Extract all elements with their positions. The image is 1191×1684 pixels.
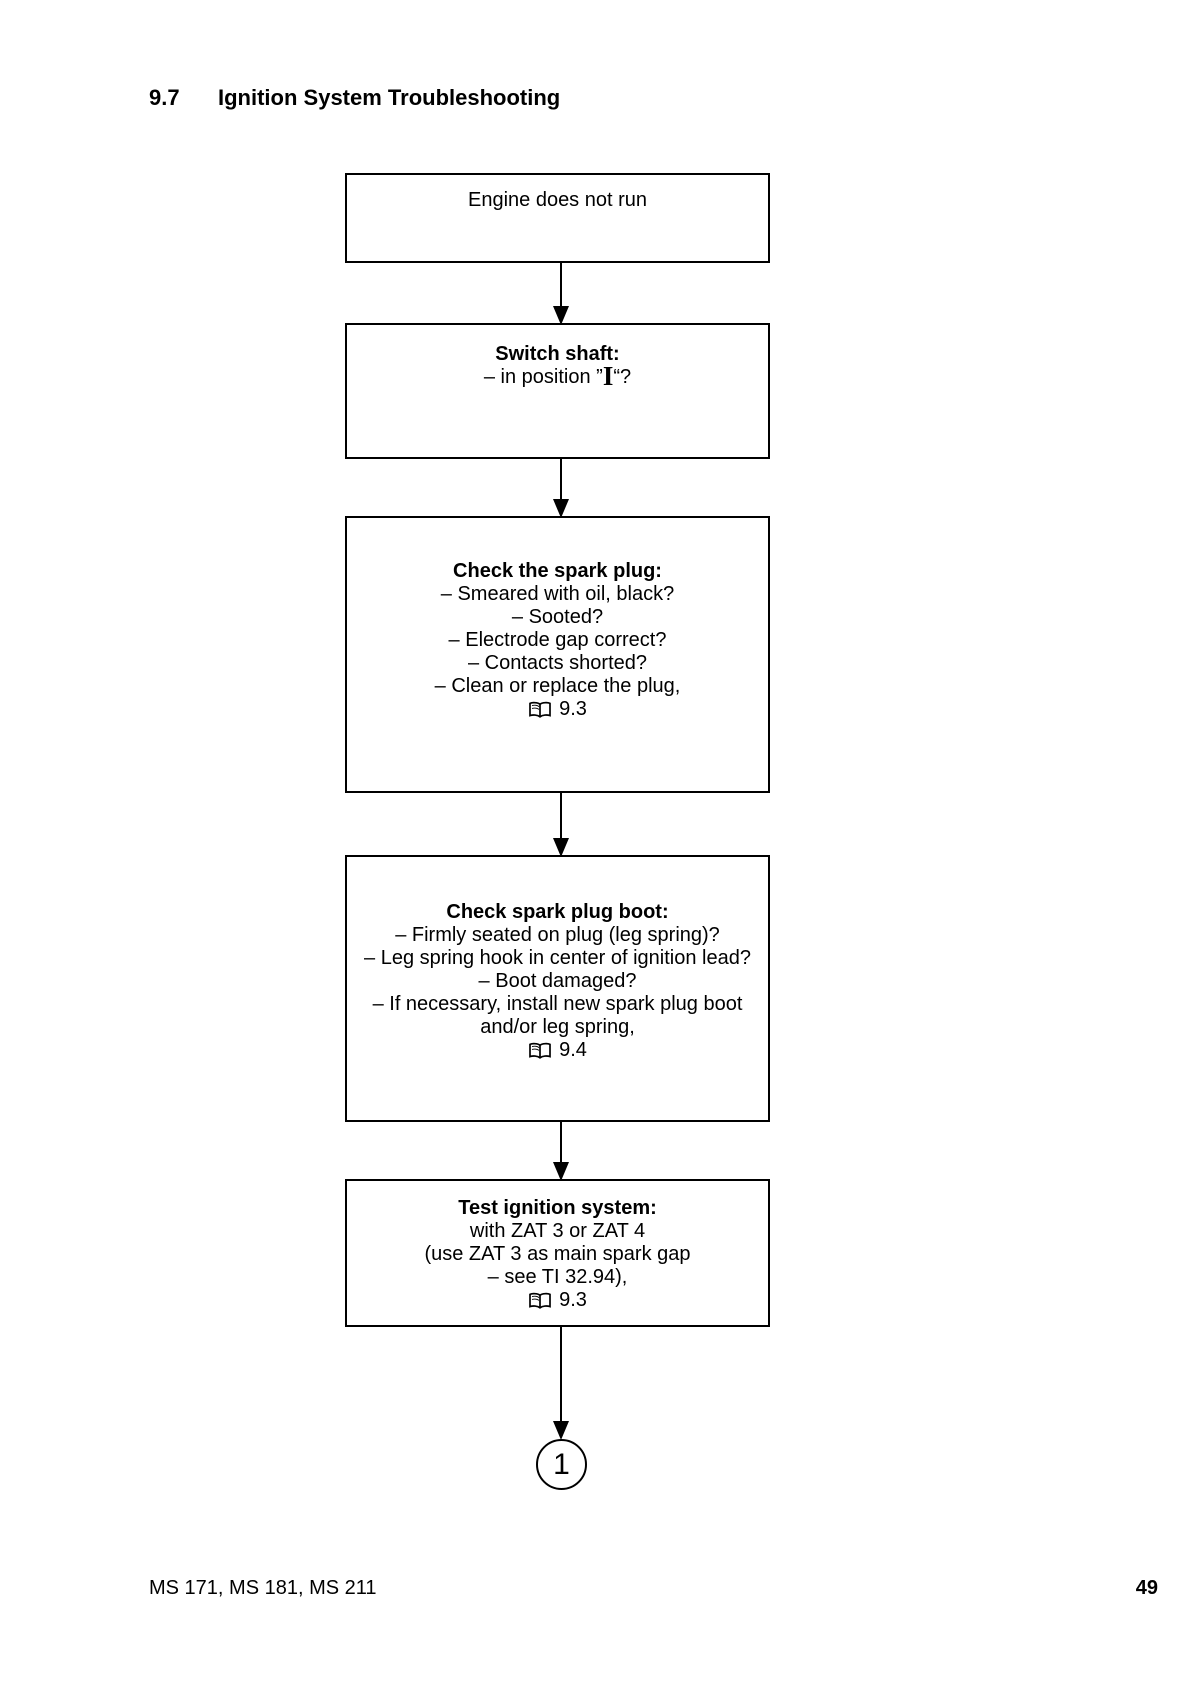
flow-box-check-spark-plug-boot: Check spark plug boot: – Firmly seated o… [345, 855, 770, 1122]
manual-reference: 9.4 [347, 1039, 768, 1062]
flow-box-check-spark-plug: Check the spark plug: – Smeared with oil… [345, 516, 770, 793]
arrow-head-icon [552, 1421, 569, 1440]
down-arrow-connector-5 [552, 1327, 569, 1440]
arrow-shaft [559, 263, 562, 307]
down-arrow-connector-2 [552, 459, 569, 518]
flow-box-title: Switch shaft: [495, 343, 620, 365]
page-number: 49 [1135, 1577, 1158, 1599]
flow-box-text: – If necessary, install new spark plug b… [372, 993, 743, 1015]
flow-box-text: (use ZAT 3 as main spark gap [424, 1243, 691, 1265]
flow-box-text: and/or leg spring, [480, 1016, 635, 1038]
connector-number: 1 [553, 1447, 570, 1481]
arrow-shaft [559, 459, 562, 500]
section-heading: 9.7 Ignition System Troubleshooting [149, 86, 560, 110]
page-title: Ignition System Troubleshooting [218, 85, 561, 110]
section-number: 9.7 [149, 85, 180, 110]
flow-box-text: – Clean or replace the plug, [434, 675, 681, 697]
arrow-shaft [559, 1122, 562, 1163]
arrow-head-icon [552, 1162, 569, 1181]
flow-box-text: – Boot damaged? [478, 970, 637, 992]
position-text-pre: – in position ” [483, 366, 603, 388]
flow-box-engine-does-not-run: Engine does not run [345, 173, 770, 263]
position-text-post: “? [613, 366, 632, 388]
flow-box-text: – in position ”I“? [347, 363, 768, 390]
down-arrow-connector-4 [552, 1122, 569, 1181]
manual-reference: 9.3 [347, 698, 768, 721]
flow-box-text: – Sooted? [511, 606, 604, 628]
flow-box-text: – Smeared with oil, black? [440, 583, 675, 605]
down-arrow-connector-1 [552, 263, 569, 325]
open-book-icon [528, 1042, 552, 1060]
flow-box-text: – Contacts shorted? [468, 652, 647, 674]
arrow-head-icon [552, 499, 569, 518]
reference-number: 9.3 [559, 1289, 587, 1311]
switch-position-symbol: I [602, 361, 614, 391]
arrow-shaft [559, 793, 562, 839]
flow-box-text: – see TI 32.94), [487, 1266, 628, 1288]
footer-model-list: MS 171, MS 181, MS 211 [149, 1577, 377, 1599]
flow-box-title: Check the spark plug: [453, 560, 662, 582]
reference-number: 9.3 [559, 698, 587, 720]
manual-reference: 9.3 [347, 1289, 768, 1312]
flow-connector-circle: 1 [536, 1439, 587, 1490]
flow-box-text: – Leg spring hook in center of ignition … [364, 947, 751, 969]
open-book-icon [528, 701, 552, 719]
flow-box-text: – Electrode gap correct? [448, 629, 667, 651]
flow-box-text: Engine does not run [467, 189, 648, 211]
flow-box-switch-shaft: Switch shaft: – in position ”I“? [345, 323, 770, 459]
reference-number: 9.4 [559, 1039, 587, 1061]
flow-box-text: – Firmly seated on plug (leg spring)? [395, 924, 720, 946]
arrow-shaft [559, 1327, 562, 1422]
flow-box-title: Test ignition system: [458, 1197, 657, 1219]
open-book-icon [528, 1292, 552, 1310]
flow-box-title: Check spark plug boot: [446, 901, 669, 923]
flow-box-text: with ZAT 3 or ZAT 4 [469, 1220, 646, 1242]
flow-box-test-ignition-system: Test ignition system: with ZAT 3 or ZAT … [345, 1179, 770, 1327]
arrow-head-icon [552, 838, 569, 857]
down-arrow-connector-3 [552, 793, 569, 857]
arrow-head-icon [552, 306, 569, 325]
